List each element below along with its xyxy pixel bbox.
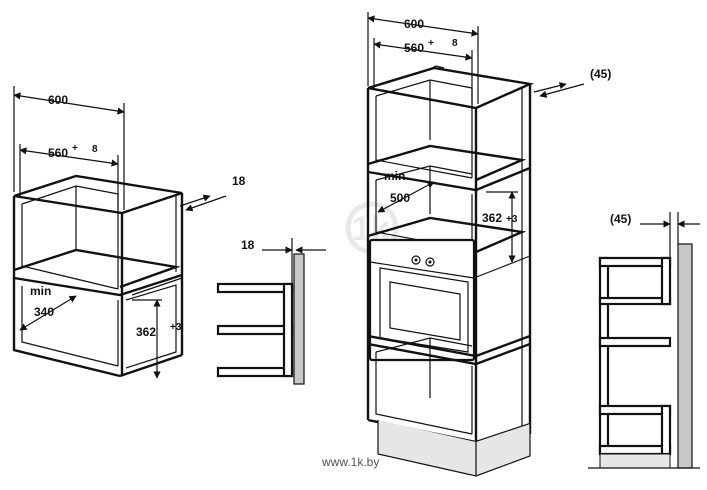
left-min-depth-label: 340 bbox=[34, 305, 54, 319]
tall-opening-height-tol: +3 bbox=[506, 214, 518, 225]
tall-width-label: 600 bbox=[404, 17, 424, 31]
left-opening-height-label: 362 bbox=[136, 325, 156, 339]
side-detail: 18 bbox=[216, 238, 326, 385]
left-dimensions: 600 560 + 8 18 min 340 362 +3 bbox=[13, 86, 246, 379]
tall-inner-width-tol: + bbox=[428, 38, 434, 49]
tall-opening-height-label: 362 bbox=[482, 211, 502, 225]
tall-inner-width-label: 560 bbox=[404, 41, 424, 55]
tall-min-label: min bbox=[384, 169, 405, 183]
watermark-site: www.1k.by bbox=[321, 455, 379, 469]
left-opening-height-tol: +3 bbox=[170, 322, 182, 333]
tall-rear-gap-label: (45) bbox=[590, 67, 611, 81]
left-inner-width-tol: + bbox=[72, 143, 78, 154]
left-min-label: min bbox=[30, 284, 51, 298]
tall-min-depth-label: 500 bbox=[390, 191, 410, 205]
tall-dimensions: 600 560 + 8 (45) min 500 362 +3 bbox=[367, 12, 611, 263]
side-panel-thickness-label: 18 bbox=[241, 238, 255, 252]
left-panel-thickness-label: 18 bbox=[232, 174, 246, 188]
left-inner-width-label: 560 bbox=[48, 146, 68, 160]
left-side-gap-label: 8 bbox=[92, 144, 98, 155]
right-rear-gap-label: (45) bbox=[610, 212, 631, 226]
left-width-label: 600 bbox=[48, 93, 68, 107]
right-detail: (45) bbox=[588, 212, 700, 469]
tall-cabinet bbox=[366, 65, 535, 477]
tall-side-gap-label: 8 bbox=[452, 38, 458, 49]
